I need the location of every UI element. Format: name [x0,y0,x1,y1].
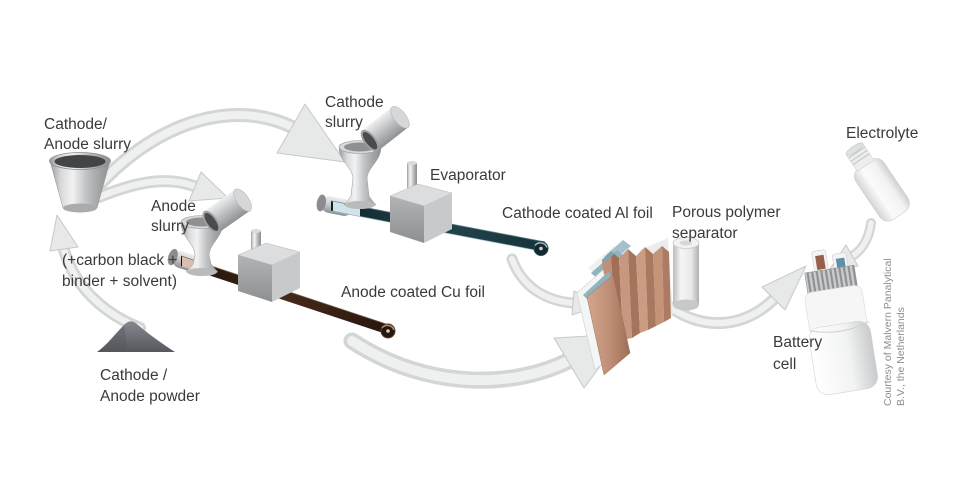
slurry-container-icon [360,106,410,152]
cathode-slurry-label-line2: slurry [325,114,363,131]
slurry-container-icon [202,188,252,234]
anode-slurry-label-line1: Anode [151,198,196,215]
powder-label-line1: Cathode / [100,367,168,384]
anode-slurry-label-line2: slurry [151,218,189,235]
arrow-powder-to-slurry-icon [49,214,146,334]
coater-box-icon [237,229,301,302]
foil-roll-icon [380,323,396,339]
separator-label-line1: Porous polymer [672,204,781,221]
evaporator-label: Evaporator [430,167,506,184]
mix-slurry-label-line1: Cathode/ [44,116,108,133]
separator-stack-icon [576,237,700,376]
battery-cell-label-line1: Battery [773,334,822,351]
pouch-body [808,320,878,395]
additives-label-line1: (+carbon black + [62,252,177,269]
attribution-line2: B.V., the Netherlands [895,307,907,406]
mix-slurry-label-line2: Anode slurry [44,136,131,153]
flow-arrows [49,103,876,389]
arrow-stack-to-battery-icon [664,265,807,330]
cathode-foil-label: Cathode coated Al foil [502,205,653,222]
mixing-cup-icon [49,152,111,213]
additives-label-line2: binder + solvent) [62,273,177,290]
arrow-slurry-to-anode-line-icon [93,171,229,203]
evaporator-box-icon [389,161,453,243]
battery-cell-label-line2: cell [773,356,796,373]
arrow-anode-foil-to-stack-icon [343,332,625,389]
foil-roll-icon [533,241,549,256]
cathode-coating-line [316,106,549,256]
powder-label-line2: Anode powder [100,388,200,405]
attribution: Courtesy of Malvern Panalytical B.V., th… [882,258,907,406]
attribution-line1: Courtesy of Malvern Panalytical [882,258,894,406]
cathode-slurry-label-line1: Cathode [325,94,384,111]
battery-cell-icon [804,249,878,395]
electrolyte-label: Electrolyte [846,125,918,142]
diagram-labels: Cathode/ Anode slurry Anode slurry (+car… [44,94,918,405]
anode-coating-line [167,188,396,339]
powder-pile-icon [97,321,175,352]
electrolyte-bottle-icon [845,142,910,222]
arrow-slurry-to-cathode-line-icon [89,103,346,195]
anode-foil-label: Anode coated Cu foil [341,284,485,301]
separator-roll-icon [672,237,700,311]
separator-label-line2: separator [672,225,737,242]
